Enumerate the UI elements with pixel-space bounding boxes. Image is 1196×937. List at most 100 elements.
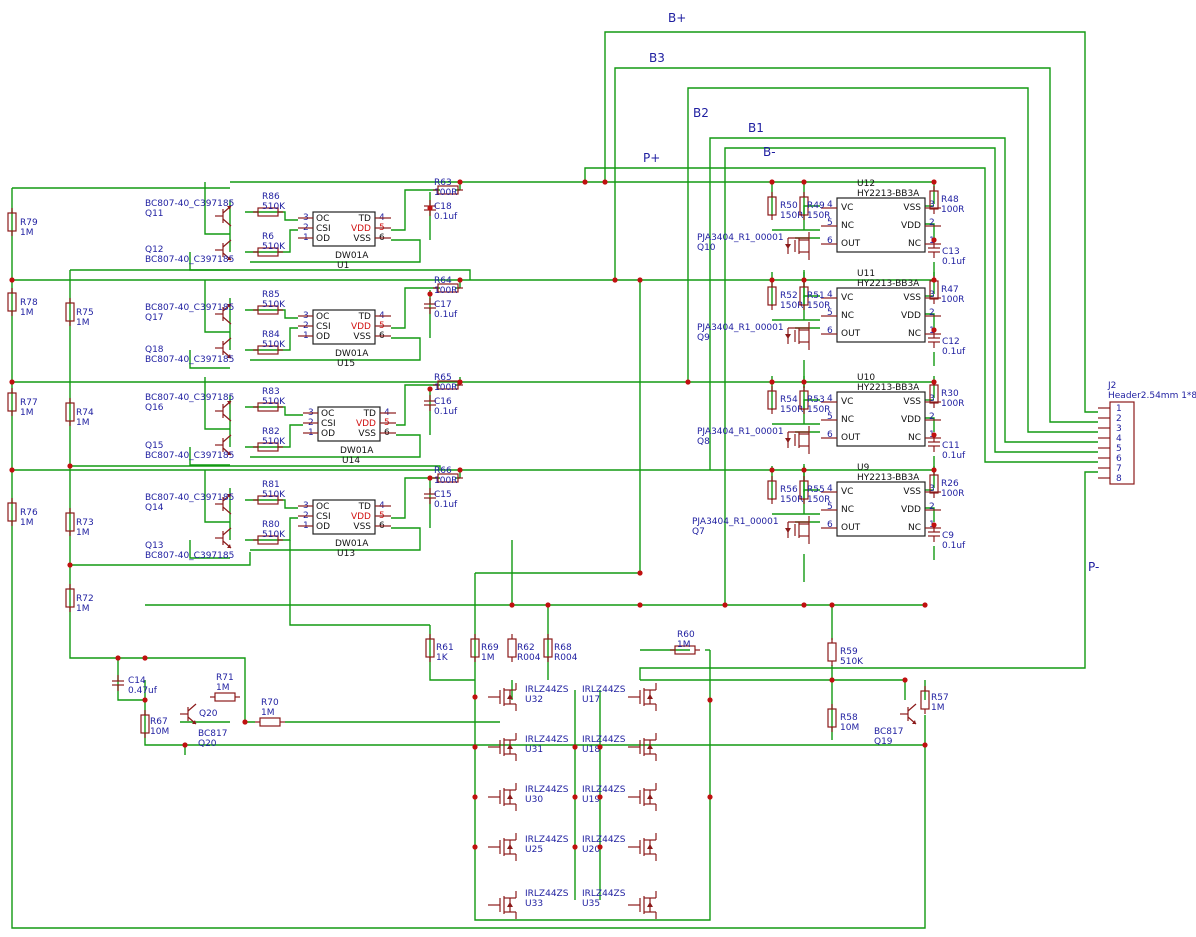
- junction-dot: [9, 277, 15, 283]
- ref-label: U14: [342, 456, 360, 466]
- junction-dot: [9, 379, 15, 385]
- value-label: DW01A: [335, 251, 369, 261]
- ref-label: R71: [216, 673, 234, 683]
- value-label: PJA3404_R1_00001: [697, 233, 784, 243]
- value-label: 1M: [76, 528, 90, 538]
- wire: [189, 252, 230, 271]
- wire: [429, 625, 475, 681]
- pin-vdd: VDD: [351, 512, 371, 522]
- value-label: 100R: [941, 399, 964, 409]
- ref-label: C11: [942, 441, 960, 451]
- junction-dot: [829, 677, 835, 683]
- junction-dot: [637, 277, 643, 283]
- value-label: IRLZ44ZS: [525, 735, 569, 745]
- pin-vdd: VDD: [901, 415, 921, 425]
- junction-dot: [472, 744, 478, 750]
- value-label: IRLZ44ZS: [582, 685, 626, 695]
- transistor-q16: [215, 400, 232, 422]
- value-label: 150R: [780, 301, 803, 311]
- wire: [11, 188, 926, 929]
- wire: [70, 465, 441, 470]
- pin-num: 2: [929, 502, 935, 512]
- value-label: PJA3404_R1_00001: [692, 517, 779, 527]
- pin-out: OUT: [841, 523, 861, 533]
- ref-label: U31: [525, 745, 543, 755]
- junction-dot: [545, 602, 551, 608]
- junction-dot: [427, 291, 433, 297]
- ref-label: C12: [942, 337, 960, 347]
- q13-value: BC807-40_C397185: [145, 551, 234, 561]
- q20-ref: Q20: [199, 709, 218, 719]
- pin-num: 2: [929, 412, 935, 422]
- q17-ref: Q17: [145, 313, 164, 323]
- value-label: 100R: [434, 286, 457, 296]
- pin-oc: OC: [316, 502, 329, 512]
- value-label: R004: [554, 653, 578, 663]
- wire: [391, 477, 440, 519]
- q17-value: BC807-40_C397185: [145, 303, 234, 313]
- junction-dot: [769, 379, 775, 385]
- junction-dot: [597, 844, 603, 850]
- value-label: BC817: [874, 727, 903, 737]
- value-label: IRLZ44ZS: [525, 685, 569, 695]
- value-label: 150R: [780, 495, 803, 505]
- value-label: 0.1uf: [942, 347, 966, 357]
- junction-dot: [472, 794, 478, 800]
- pin-num: 4: [827, 290, 833, 300]
- wire: [604, 31, 1098, 413]
- wire: [614, 67, 1098, 423]
- pin-csi: CSI: [321, 419, 336, 429]
- junction-dot: [597, 744, 603, 750]
- value-label: 1M: [76, 318, 90, 328]
- wire: [245, 211, 298, 221]
- wire: [204, 470, 230, 523]
- junction-dot: [115, 655, 121, 661]
- q15-value: BC807-40_C397185: [145, 451, 234, 461]
- wire: [245, 517, 298, 541]
- value-label: IRLZ44ZS: [582, 785, 626, 795]
- value-label: 510K: [262, 437, 286, 447]
- transistor-q13: [215, 527, 232, 549]
- ref-label: U20: [582, 845, 600, 855]
- wire: [803, 489, 820, 514]
- junction-dot: [637, 602, 643, 608]
- junction-dot: [922, 742, 928, 748]
- transistor-q18: [215, 337, 232, 359]
- value-label: BC817: [198, 729, 227, 739]
- pin-oc: OC: [316, 312, 329, 322]
- pin-num: 7: [1116, 464, 1122, 474]
- ref-label: R55: [807, 485, 825, 495]
- wire: [245, 229, 298, 253]
- ref-label: U18: [582, 745, 600, 755]
- value-label: DW01A: [335, 539, 369, 549]
- q14-value: BC807-40_C397185: [145, 493, 234, 503]
- ref-label: U33: [525, 899, 543, 909]
- ref-label: R59: [840, 647, 858, 657]
- value-label: PJA3404_R1_00001: [697, 427, 784, 437]
- wire: [391, 287, 440, 329]
- ref-label: R50: [780, 201, 798, 211]
- q18-ref: Q18: [145, 345, 164, 355]
- ref-label: R66: [434, 466, 452, 476]
- value-label: PJA3404_R1_00001: [697, 323, 784, 333]
- ref-label: R6: [262, 232, 274, 242]
- value-label: HY2213-BB3A: [857, 189, 920, 199]
- junction-dot: [472, 694, 478, 700]
- value-label: 100R: [941, 489, 964, 499]
- wire: [391, 189, 440, 231]
- junction-dot: [931, 432, 937, 438]
- value-label: DW01A: [335, 349, 369, 359]
- chip-u9: VCNCOUTVSSVDDNC456321U9HY2213-BB3A: [821, 463, 941, 537]
- pin-nc: NC: [908, 329, 921, 339]
- junction-dot: [931, 179, 937, 185]
